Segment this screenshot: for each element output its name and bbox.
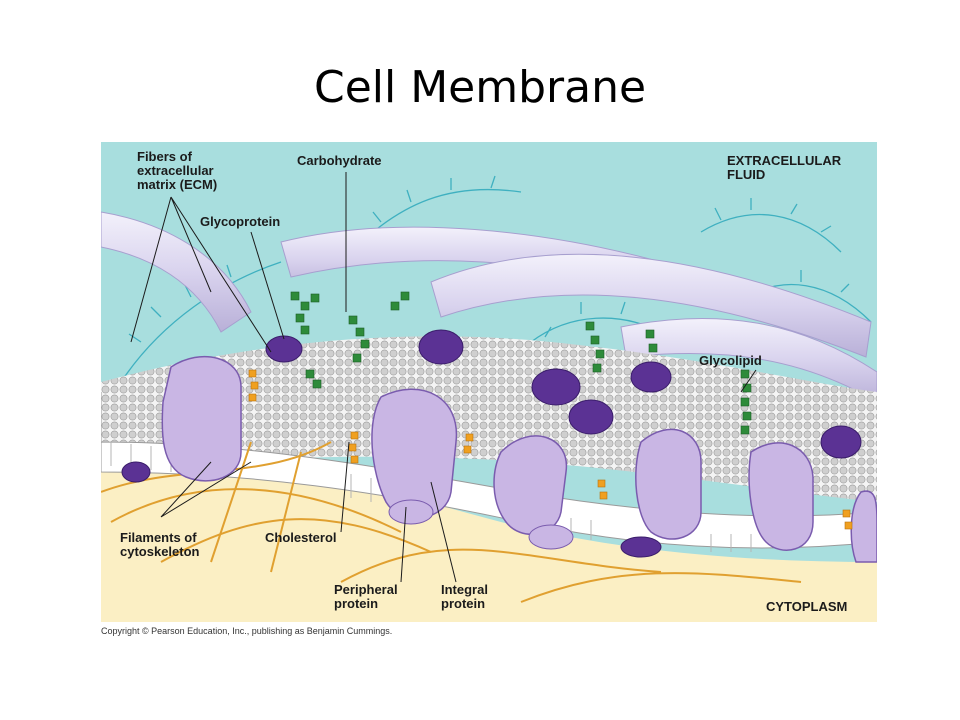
label-extracellular-fluid: EXTRACELLULAR FLUID <box>727 153 842 182</box>
label-cytoplasm: CYTOPLASM <box>766 599 848 614</box>
label-glycoprotein: Glycoprotein <box>200 214 281 229</box>
label-cholesterol: Cholesterol <box>265 530 337 545</box>
label-integral-protein: Integral protein <box>441 582 488 611</box>
cell-membrane-diagram <box>101 142 877 622</box>
label-glycolipid: Glycolipid <box>699 353 762 368</box>
cytoplasm-region <box>101 442 877 622</box>
ecm-mesh <box>120 175 872 383</box>
slide-title: Cell Membrane <box>313 62 647 113</box>
label-peripheral-protein: Peripheral protein <box>334 582 398 611</box>
leader-lines <box>130 172 757 583</box>
peripheral-proteins <box>121 329 862 558</box>
copyright-notice: Copyright © Pearson Education, Inc., pub… <box>101 626 393 636</box>
label-fibers-ecm: Fibers of extracellular matrix (ECM) <box>137 149 218 192</box>
ecm-fibers <box>101 211 877 403</box>
cholesterol-molecules <box>248 369 853 530</box>
label-filaments-cytoskeleton: Filaments of cytoskeleton <box>120 530 200 559</box>
carbohydrate-chains <box>290 291 752 435</box>
label-carbohydrate: Carbohydrate <box>297 153 382 168</box>
